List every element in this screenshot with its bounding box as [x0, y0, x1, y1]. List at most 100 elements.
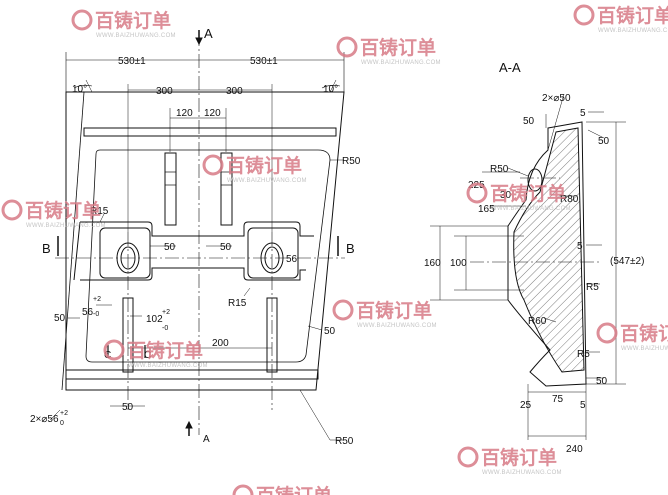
watermark-brand: 百铸订单 — [360, 36, 436, 59]
dim-5-top: 5 — [580, 108, 586, 119]
tol-56: 56 — [82, 307, 94, 318]
watermark-brand: 百铸订单 — [481, 446, 557, 469]
dim-56: 56 — [286, 254, 298, 265]
dim-holes-50: 2×⌀50 — [542, 93, 571, 104]
watermark-url: WWW.BAIZHUWANG.COM — [227, 178, 307, 184]
dim-165: 165 — [478, 204, 495, 215]
watermark-url: WWW.BAIZHUWANG.COM — [491, 206, 571, 212]
dim-50-edge-left: 50 — [54, 313, 66, 324]
section-mark-a-top: A — [204, 26, 213, 41]
top-bar — [83, 127, 337, 137]
section-view-labels: A-A 2×⌀50 50 5 50 R50 225 30 165 R80 5 1… — [424, 60, 644, 455]
watermark-brand: 百铸订单 — [620, 322, 668, 345]
tol-102-upper: +2 — [162, 309, 170, 316]
watermark-brand: 百铸订单 — [95, 9, 171, 32]
tol-102: 102 — [146, 314, 163, 325]
front-view — [49, 30, 345, 441]
dim-160: 160 — [424, 258, 441, 269]
watermark-brand: 百铸订单 — [356, 299, 432, 322]
watermarks: 百铸订单WWW.BAIZHUWANG.COM百铸订单WWW.BAIZHUWANG… — [1, 4, 668, 495]
dim-5-mid: 5 — [577, 241, 583, 252]
radius-r50-bottom: R50 — [335, 436, 354, 447]
dim-25: 25 — [520, 400, 532, 411]
bottom-bar — [65, 369, 319, 380]
radius-r5-bottom: R5 — [577, 349, 590, 360]
watermark-brand: 百铸订单 — [226, 154, 302, 177]
radius-r60: R60 — [528, 316, 547, 327]
angle-left: 10° — [72, 84, 87, 95]
section-title: A-A — [499, 60, 521, 75]
tol-56-lower: -0 — [93, 311, 99, 318]
section-hole — [527, 168, 543, 192]
dim-300-left: 300 — [156, 86, 173, 97]
watermark-url: WWW.BAIZHUWANG.COM — [598, 28, 668, 34]
dim-30: 30 — [500, 190, 512, 201]
dim-300-right: 300 — [226, 86, 243, 97]
dim-100: 100 — [450, 258, 467, 269]
dim-overall-547: (547±2) — [610, 256, 644, 267]
watermark-brand: 百铸订单 — [127, 339, 203, 362]
radius-r50-top: R50 — [342, 156, 361, 167]
dim-50-a: 50 — [164, 242, 176, 253]
section-mark-a-bottom: A — [203, 434, 210, 445]
radius-r5-top: R5 — [586, 282, 599, 293]
dim-50-b: 50 — [220, 242, 232, 253]
plate-outline — [65, 91, 345, 391]
watermark-url: WWW.BAIZHUWANG.COM — [128, 363, 208, 369]
watermark-url: WWW.BAIZHUWANG.COM — [26, 223, 106, 229]
tol-56-upper: +2 — [93, 296, 101, 303]
dim-50-c: 50 — [122, 402, 134, 413]
radius-r15-right: R15 — [228, 298, 247, 309]
dim-50-edge-right: 50 — [324, 326, 336, 337]
watermark-brand: 百铸订单 — [597, 4, 668, 27]
holes-callout: 2×⌀56 — [30, 414, 59, 425]
boss-left — [99, 227, 151, 279]
slot-top-right — [220, 152, 233, 226]
watermark-brand: 百铸订单 — [490, 182, 566, 205]
watermark-url: WWW.BAIZHUWANG.COM — [361, 60, 441, 66]
watermark-url: WWW.BAIZHUWANG.COM — [357, 323, 437, 329]
radius-r80: R80 — [560, 194, 579, 205]
inner-frame — [85, 149, 331, 363]
dim-120-left: 120 — [176, 108, 193, 119]
dim-50-top: 50 — [523, 116, 535, 127]
front-view-labels: 530±1 530±1 300 300 120 120 10° 10° R50 … — [30, 26, 361, 447]
dim-120-right: 120 — [204, 108, 221, 119]
dim-50-right: 50 — [598, 136, 610, 147]
holes-callout-lower: 0 — [60, 420, 64, 427]
dim-5-bottom: 5 — [580, 400, 586, 411]
section-mark-c-right: C — [144, 350, 151, 361]
watermark-url: WWW.BAIZHUWANG.COM — [482, 470, 562, 476]
section-mark-b-left: B — [42, 241, 51, 256]
holes-callout-upper: +2 — [60, 410, 68, 417]
angle-right: 10° — [323, 84, 338, 95]
watermark-url: WWW.BAIZHUWANG.COM — [96, 33, 176, 39]
dim-530-right: 530±1 — [250, 56, 278, 67]
central-band — [80, 221, 314, 237]
watermark-brand: 百铸订单 — [25, 199, 101, 222]
boss-right — [247, 227, 299, 279]
dim-240: 240 — [566, 444, 583, 455]
section-mark-b-right: B — [346, 241, 355, 256]
watermark-url: WWW.BAIZHUWANG.COM — [621, 346, 668, 352]
tol-102-lower: -0 — [162, 325, 168, 332]
radius-r15-left: R15 — [90, 206, 109, 217]
dim-50-bottom: 50 — [596, 376, 608, 387]
section-hatch — [513, 127, 585, 373]
slot-top-left — [164, 152, 177, 226]
section-view — [430, 93, 626, 440]
dim-530-left: 530±1 — [118, 56, 146, 67]
dim-200: 200 — [212, 338, 229, 349]
